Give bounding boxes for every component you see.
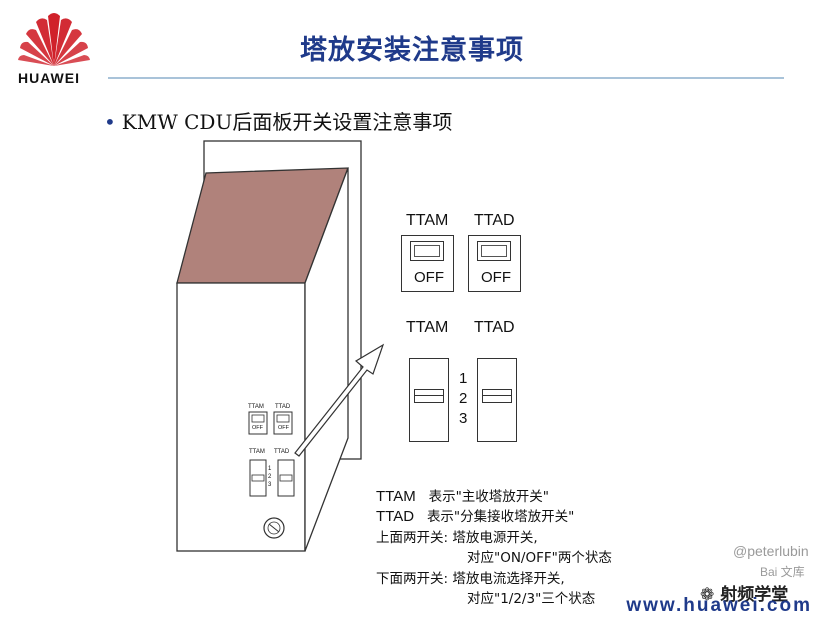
watermark-user: @peterlubin [733,543,809,559]
bullet-item: •KMW CDU后面板开关设置注意事项 [104,106,452,135]
off-label-ttam: OFF [414,269,444,286]
small-label2-ttad: TTAD [274,449,290,455]
logo-text: HUAWEI [18,70,80,86]
small-off-ttad: OFF [278,425,289,431]
small-pos-2: 2 [268,474,272,480]
detail-pos-2: 2 [459,390,468,407]
detail-label-ttam-bottom: TTAM [406,319,449,336]
switch-rocker [477,241,511,261]
zoom-arrow [294,343,385,457]
small-off-ttam: OFF [252,425,263,431]
bullet-dot: • [104,110,116,134]
legend-desc-ttam: 表示"主收塔放开关" [428,489,550,505]
switch-rocker [410,241,444,261]
wechat-icon: ❁ [700,585,715,605]
small-label-ttam: TTAM [248,404,264,410]
legend-line-ttam: TTAM 表示"主收塔放开关" [376,485,549,505]
legend-lower-switches: 下面两开关: 塔放电流选择开关, [376,571,565,587]
legend-upper-switches: 上面两开关: 塔放电源开关, [376,530,538,546]
detail-label-ttad-top: TTAD [474,212,515,229]
detail-ttam-off-switch: OFF [401,235,454,292]
watermark-wechat-text: 射频学堂 [720,585,789,605]
legend-line-ttad: TTAD 表示"分集接收塔放开关" [376,505,574,525]
small-label-ttad: TTAD [275,404,291,410]
footer-url: www.huawei.com [626,595,812,616]
page-title: 塔放安装注意事项 [300,35,524,66]
watermark-wechat: ❁射频学堂 [700,580,788,605]
cdu-device-drawing [176,140,362,552]
legend-code-ttad: TTAD [376,508,415,525]
title-divider [108,77,784,79]
detail-pos-3: 3 [459,410,468,427]
switch-slider [482,389,512,403]
detail-label-ttad-bottom: TTAD [474,319,515,336]
detail-pos-1: 1 [459,370,468,387]
small-pos-3: 3 [268,482,272,488]
bullet-text: KMW CDU后面板开关设置注意事项 [121,110,453,134]
detail-ttad-off-switch: OFF [468,235,521,292]
switch-slider [414,389,444,403]
device-side-face [304,167,349,552]
legend-lower-states: 对应"1/2/3"三个状态 [467,591,596,607]
legend-code-ttam: TTAM [376,488,416,505]
detail-ttam-position-switch [409,358,449,442]
small-label2-ttam: TTAM [249,449,265,455]
huawei-logo [18,13,90,67]
detail-label-ttam-top: TTAM [406,212,449,229]
watermark-baidu: Bai 文库 [760,565,805,579]
small-pos-1: 1 [268,466,272,472]
off-label-ttad: OFF [481,269,511,286]
legend-desc-ttad: 表示"分集接收塔放开关" [426,509,575,525]
detail-ttad-position-switch [477,358,517,442]
legend-upper-states: 对应"ON/OFF"两个状态 [467,550,612,566]
